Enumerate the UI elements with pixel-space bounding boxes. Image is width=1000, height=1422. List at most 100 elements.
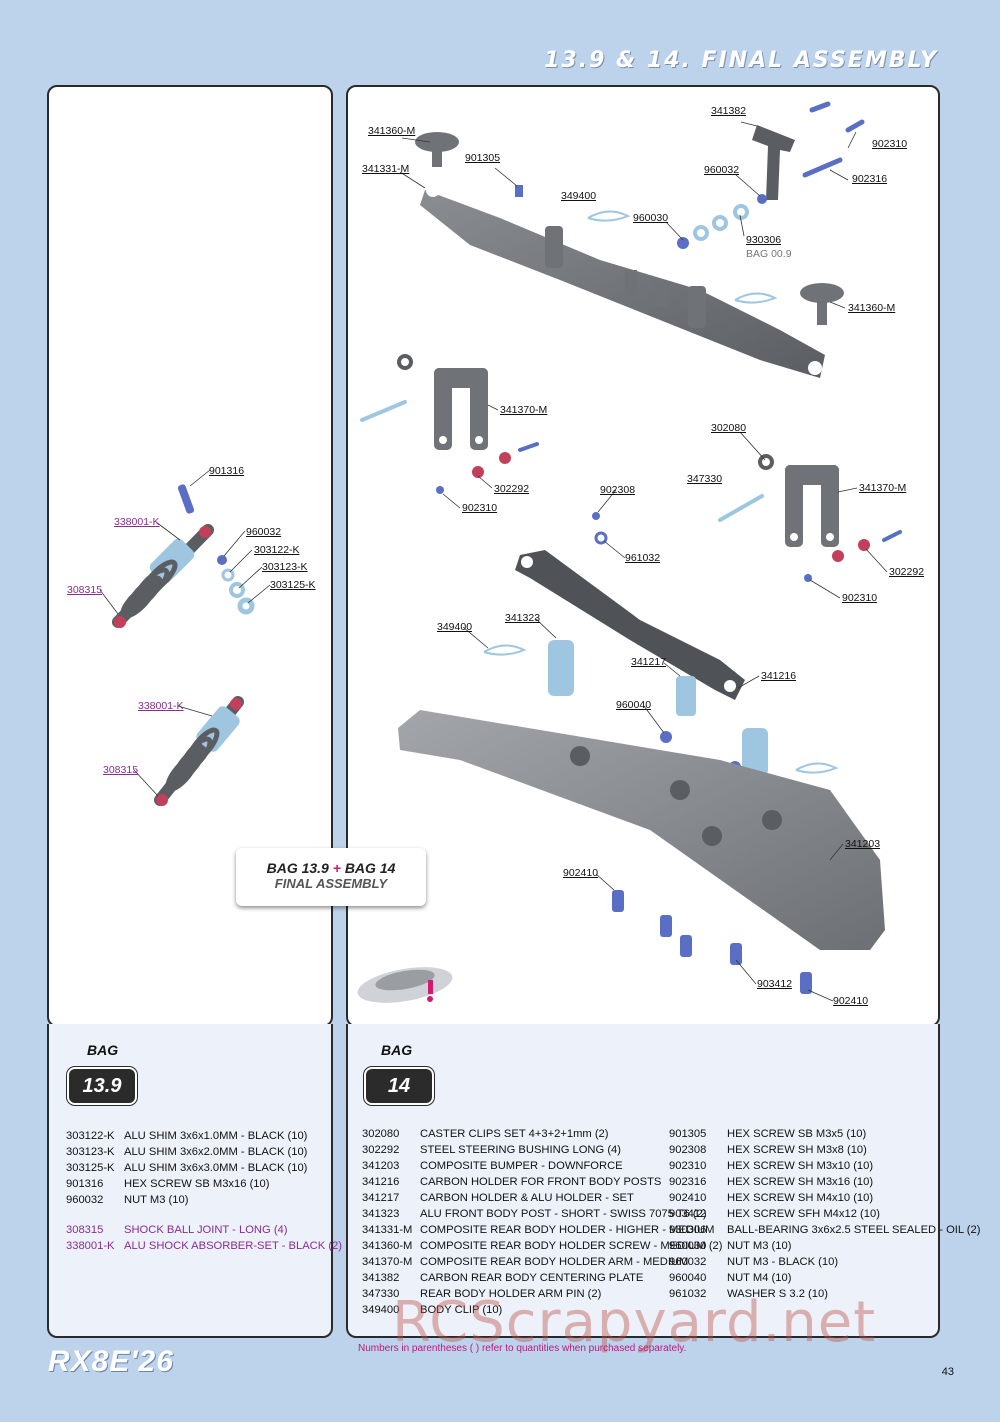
label-341217: 341217 [631, 656, 667, 668]
arm-pins-and-bushings [360, 354, 902, 582]
part-description: ALU SHIM 3x6x3.0MM - BLACK (10) [124, 1162, 308, 1174]
part-code: 902310 [669, 1160, 707, 1172]
quantity-note: Numbers in parentheses ( ) refer to quan… [358, 1343, 687, 1354]
part-row: 341216 CARBON HOLDER FOR FRONT BODY POSTS [362, 1174, 723, 1190]
badge-final-assembly: FINAL ASSEMBLY [274, 876, 388, 891]
part-row: 349400 BODY CLIP (10) [362, 1302, 723, 1318]
part-description: NUT M3 (10) [124, 1194, 189, 1206]
label-338001-k-top: 338001-K [114, 516, 160, 528]
rear-screws [802, 101, 865, 178]
composite-bumper [398, 710, 885, 950]
shock-absorber-2 [154, 696, 244, 806]
part-code: 341217 [362, 1192, 400, 1204]
label-303125-k: 303125-K [270, 579, 316, 591]
part-code: 303122-K [66, 1130, 115, 1142]
part-code: 302292 [362, 1144, 400, 1156]
label-303122-k: 303122-K [254, 544, 300, 556]
part-code: 960040 [669, 1272, 707, 1284]
part-description: HEX SCREW SH M3x10 (10) [727, 1160, 874, 1172]
label-901305: 901305 [465, 152, 501, 164]
part-code: 349400 [362, 1304, 400, 1316]
centering-plate [752, 125, 795, 200]
part-row: 347330 REAR BODY HOLDER ARM PIN (2) [362, 1286, 723, 1302]
label-960032-left: 960032 [246, 526, 282, 538]
part-row: 341382 CARBON REAR BODY CENTERING PLATE [362, 1270, 723, 1286]
label-308315-bottom: 308315 [103, 764, 139, 776]
bag-label-left: BAG [87, 1042, 119, 1058]
part-code: 903412 [669, 1208, 707, 1220]
part-code: 961032 [669, 1288, 707, 1300]
part-description: REAR BODY HOLDER ARM PIN (2) [420, 1288, 602, 1300]
part-description: HEX SCREW SH M4x10 (10) [727, 1192, 874, 1204]
part-description: CARBON REAR BODY CENTERING PLATE [420, 1272, 644, 1284]
part-row: 961032 WASHER S 3.2 (10) [669, 1286, 980, 1302]
part-description: SHOCK BALL JOINT - LONG (4) [124, 1224, 288, 1236]
part-code: 341382 [362, 1272, 400, 1284]
label-302080: 302080 [711, 422, 747, 434]
body-clips [483, 210, 839, 774]
rear-body-holder [420, 183, 825, 378]
part-code: 347330 [362, 1288, 400, 1300]
label-960032-right: 960032 [704, 164, 740, 176]
part-code: 338001-K [66, 1240, 115, 1252]
part-code: 902410 [669, 1192, 707, 1204]
label-902308: 902308 [600, 484, 636, 496]
part-row: 960032 NUT M3 (10) [66, 1192, 342, 1208]
page-title: 13.9 & 14. FINAL ASSEMBLY [544, 48, 938, 73]
part-row: 302080 CASTER CLIPS SET 4+3+2+1mm (2) [362, 1126, 723, 1142]
label-338001-k-bottom: 338001-K [138, 700, 184, 712]
bag-number-13-9: 13.9 [69, 1069, 135, 1103]
bumper-screws [612, 890, 812, 994]
part-code: 960030 [669, 1240, 707, 1252]
part-description: BODY CLIP (10) [420, 1304, 503, 1316]
part-description: BALL-BEARING 3x6x2.5 STEEL SEALED - OIL … [727, 1224, 981, 1236]
label-341370-m-right: 341370-M [859, 482, 907, 494]
part-description: NUT M3 - BLACK (10) [727, 1256, 839, 1268]
shock-small-parts [177, 484, 255, 615]
part-code: 902308 [669, 1144, 707, 1156]
part-description: CARBON HOLDER FOR FRONT BODY POSTS [420, 1176, 662, 1188]
part-row: 930306 BALL-BEARING 3x6x2.5 STEEL SEALED … [669, 1222, 980, 1238]
part-row: 960030 NUT M3 (10) [669, 1238, 980, 1254]
part-description: NUT M4 (10) [727, 1272, 792, 1284]
label-960040: 960040 [616, 699, 652, 711]
part-code: 302080 [362, 1128, 400, 1140]
part-description: NUT M3 (10) [727, 1240, 792, 1252]
label-349400-bottom: 349400 [437, 621, 473, 633]
label-902410-right: 902410 [833, 995, 869, 1007]
part-row: 903412 HEX SCREW SFH M4x12 (10) [669, 1206, 980, 1222]
holder-arm-right [785, 465, 839, 547]
part-code: 341216 [362, 1176, 400, 1188]
part-code: 930306 [669, 1224, 707, 1236]
bag-badge: BAG 13.9 + BAG 14 FINAL ASSEMBLY [236, 848, 426, 906]
label-902310-left: 902310 [462, 502, 498, 514]
body-holder-screws [415, 132, 844, 325]
label-903412: 903412 [757, 978, 793, 990]
part-description: HEX SCREW SFH M4x12 (10) [727, 1208, 880, 1220]
label-960030: 960030 [633, 212, 669, 224]
label-349400-top: 349400 [561, 190, 597, 202]
label-302292-left: 302292 [494, 483, 530, 495]
part-code: 901316 [66, 1178, 104, 1190]
label-bag-00-9: BAG 00.9 [746, 248, 792, 260]
part-code: 960032 [66, 1194, 104, 1206]
part-description: WASHER S 3.2 (10) [727, 1288, 828, 1300]
part-code: 960032 [669, 1256, 707, 1268]
part-row: 902310 HEX SCREW SH M3x10 (10) [669, 1158, 980, 1174]
label-341360-m-top: 341360-M [368, 125, 416, 137]
rx8e-logo: RX8E'26 [48, 1345, 174, 1378]
part-code: 308315 [66, 1224, 104, 1236]
part-description: CASTER CLIPS SET 4+3+2+1mm (2) [420, 1128, 609, 1140]
